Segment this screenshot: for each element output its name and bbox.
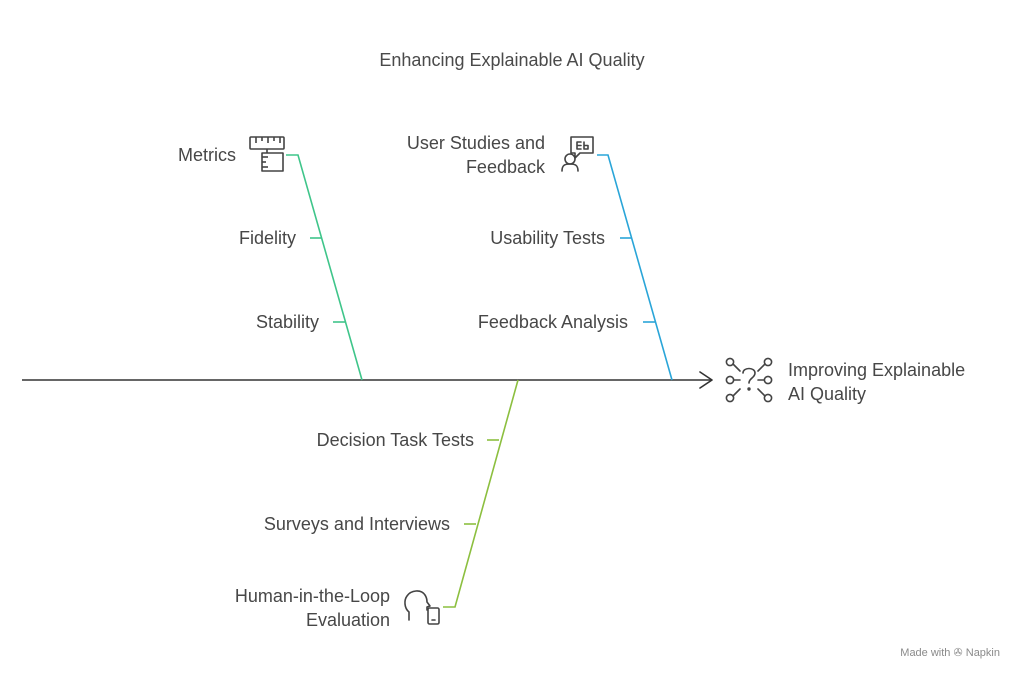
bone-human-in-the-loop: Decision Task Tests Surveys and Intervie…	[235, 379, 519, 630]
human-head-phone-icon	[404, 590, 440, 625]
category-label-metrics: Metrics	[178, 145, 236, 165]
user-feedback-icon	[561, 136, 594, 172]
category-label-user-studies-line2: Feedback	[466, 157, 546, 177]
page-title: Enhancing Explainable AI Quality	[379, 50, 644, 70]
cause-label: Feedback Analysis	[478, 312, 628, 332]
napkin-watermark: Made with ✇ Napkin	[900, 647, 1000, 659]
category-label-human-line1: Human-in-the-Loop	[235, 586, 390, 606]
category-label-human-line2: Evaluation	[306, 610, 390, 630]
bone-user-studies: User Studies and Feedback Usability Test…	[407, 133, 673, 381]
ruler-icon	[249, 136, 285, 172]
question-network-icon	[725, 357, 773, 403]
bone-line-user-studies	[597, 154, 673, 381]
cause-label: Decision Task Tests	[317, 430, 474, 450]
cause-label: Fidelity	[239, 228, 296, 248]
cause-label: Usability Tests	[490, 228, 605, 248]
bone-metrics: Metrics Fidelity Stability	[178, 136, 363, 381]
category-label-user-studies-line1: User Studies and	[407, 133, 545, 153]
effect-label-line2: AI Quality	[788, 384, 866, 404]
cause-label: Surveys and Interviews	[264, 514, 450, 534]
effect-head: Improving Explainable AI Quality	[725, 357, 965, 404]
bone-line-metrics	[286, 154, 363, 381]
cause-label: Stability	[256, 312, 319, 332]
effect-label-line1: Improving Explainable	[788, 360, 965, 380]
spine-arrowhead	[699, 371, 713, 389]
bone-line-human-in-the-loop	[443, 379, 519, 608]
